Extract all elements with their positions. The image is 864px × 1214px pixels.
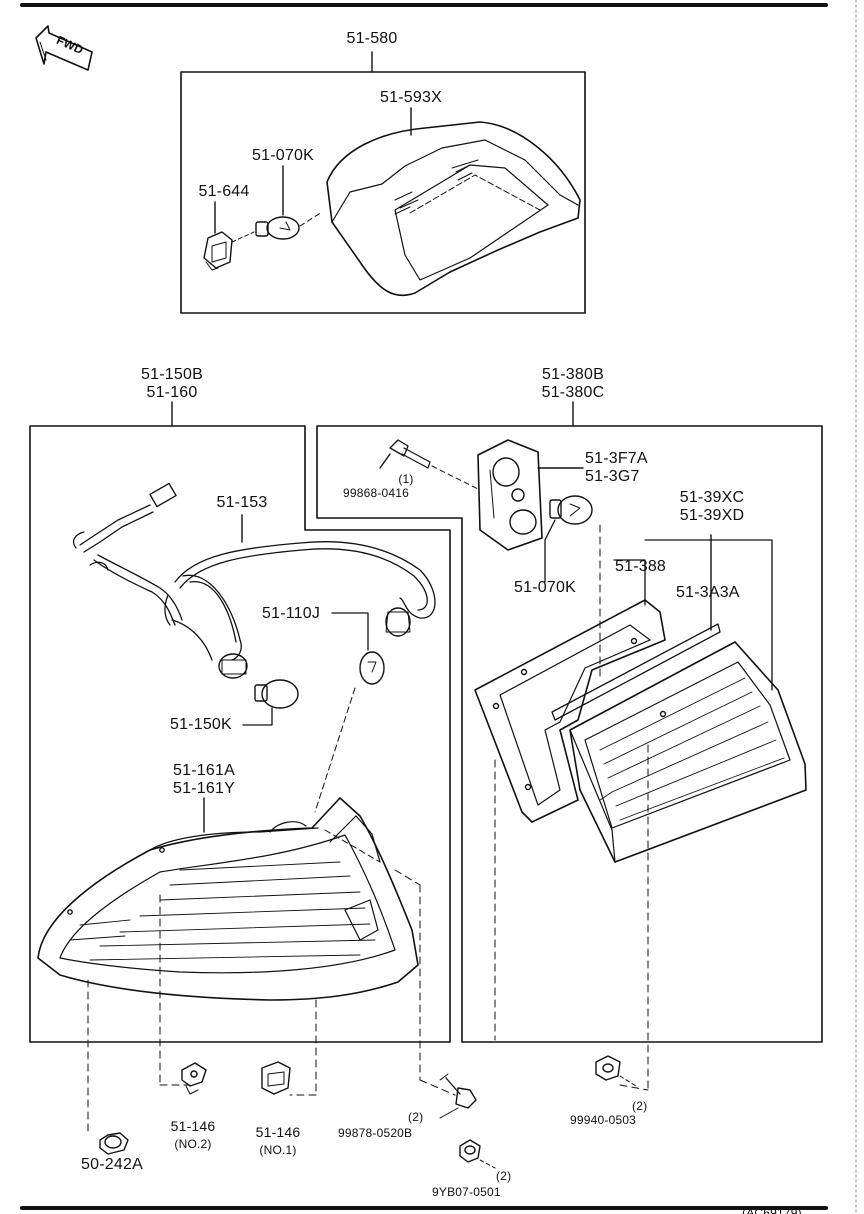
page-frame — [22, 0, 856, 1214]
clip-no2-shape — [182, 1063, 206, 1094]
label-outer-bulb-small: 51-110J — [262, 605, 321, 622]
harness-socket-right — [386, 608, 410, 636]
label-seal: 51-3A3A — [676, 584, 740, 601]
label-inner-lens-line1: 51-39XC — [679, 489, 745, 506]
label-screw-part: 99878-0520B — [338, 1126, 413, 1140]
wiring-harness-shape — [74, 483, 435, 660]
label-clip-no2-part: 51-146 — [170, 1118, 216, 1134]
label-inner-lens: 51-39XC 51-39XD — [680, 489, 745, 525]
label-nut-part: 9YB07-0501 — [432, 1185, 501, 1199]
label-inner-lens-line2: 51-39XD — [679, 507, 745, 524]
label-nut-right-part: 99940-0503 — [570, 1113, 637, 1127]
clip-no1-shape — [262, 1062, 290, 1094]
fwd-arrow-icon — [36, 26, 92, 70]
label-clip-no1-part: 51-146 — [255, 1124, 301, 1140]
label-high-mount-bulb: 51-070K — [252, 147, 314, 164]
high-mount-group — [181, 52, 585, 313]
outer-bulb-large-shape — [255, 680, 298, 708]
clip-left-shape — [100, 1133, 128, 1154]
screw-shape — [440, 1074, 476, 1108]
label-clip-no1-note: (NO.1) — [259, 1143, 297, 1157]
label-outer-lamp: 51-150B 51-160 — [141, 366, 203, 402]
label-outer-lamp-line2: 51-160 — [146, 384, 198, 401]
footer-reference: (AC69179) — [742, 1206, 802, 1214]
high-mount-lens-shape — [327, 122, 580, 295]
inner-lamp-group — [317, 402, 822, 1090]
label-outer-lens-line1: 51-161A — [173, 762, 235, 779]
label-outer-bulb-large: 51-150K — [170, 716, 232, 733]
label-gasket: 51-388 — [615, 558, 667, 575]
label-outer-lens-line2: 51-161Y — [173, 780, 235, 797]
label-outer-lens: 51-161A 51-161Y — [173, 762, 235, 798]
label-high-mount-socket: 51-644 — [198, 183, 250, 200]
label-socket-plate-line1: 51-3F7A — [585, 450, 648, 467]
high-mount-bulb-shape — [256, 212, 322, 239]
label-inner-lamp-line1: 51-380B — [542, 366, 604, 383]
socket-plate-shape — [478, 440, 542, 550]
nut-right-shape — [596, 1056, 636, 1086]
bolt-shape — [390, 440, 480, 490]
label-socket-plate: 51-3F7A 51-3G7 — [585, 450, 648, 486]
label-clip-no2: 51-146 (NO.2) — [171, 1117, 216, 1153]
seal-strip-shape — [552, 624, 720, 720]
label-socket-plate-line2: 51-3G7 — [585, 468, 640, 485]
label-bolt-qty: (1) — [398, 472, 414, 486]
label-clip-no2-note: (NO.2) — [174, 1137, 212, 1151]
gasket-shape — [475, 600, 665, 822]
label-clip-left: 50-242A — [81, 1156, 143, 1173]
label-inner-bulb: 51-070K — [514, 579, 576, 596]
label-inner-lamp: 51-380B 51-380C — [542, 366, 605, 402]
outer-lens-shape — [38, 798, 418, 1000]
label-nut-right-qty: (2) — [632, 1099, 648, 1113]
outer-bulb-small-shape — [360, 652, 384, 684]
outer-lamp-group — [30, 402, 455, 1135]
label-screw-qty: (2) — [408, 1110, 424, 1124]
label-wiring-harness: 51-153 — [216, 494, 268, 511]
high-mount-socket-shape — [204, 232, 254, 270]
nut-bottom-shape — [460, 1140, 495, 1168]
label-outer-lamp-line1: 51-150B — [141, 366, 203, 383]
label-high-mount-assembly: 51-580 — [346, 30, 398, 47]
label-nut-qty: (2) — [496, 1169, 512, 1183]
inner-bulb-shape — [550, 496, 592, 524]
label-bolt: (1) 99868-0416 — [338, 472, 413, 500]
label-high-mount-lens: 51-593X — [380, 89, 442, 106]
label-inner-lamp-line2: 51-380C — [541, 384, 605, 401]
harness-socket-left — [219, 654, 247, 678]
label-bolt-part: 99868-0416 — [342, 486, 410, 500]
label-clip-no1: 51-146 (NO.1) — [256, 1123, 301, 1159]
inner-lens-shape — [570, 642, 806, 862]
